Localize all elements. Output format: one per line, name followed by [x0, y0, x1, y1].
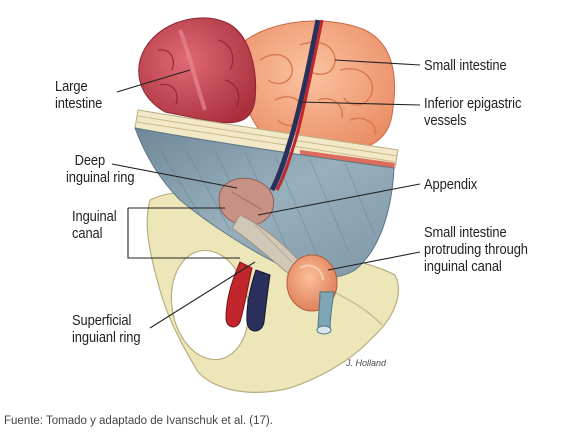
- label-large-intestine: Large intestine: [55, 78, 103, 112]
- inguinal-hernia-illustration: J. Holland: [111, 17, 421, 393]
- femoral-vessels: [225, 261, 271, 332]
- label-superficial-inguinal-ring: Superficial inguianl ring: [72, 312, 141, 346]
- round-ligament: [316, 291, 335, 335]
- leader-lines: [111, 59, 421, 329]
- label-deep-inguinal-ring: Deep inguinal ring: [66, 152, 135, 186]
- artist-signature: J. Holland: [345, 358, 387, 368]
- large-intestine: [138, 17, 257, 124]
- appendix: [218, 177, 275, 227]
- label-inguinal-canal: Inguinal canal: [72, 208, 117, 242]
- label-appendix: Appendix: [424, 176, 478, 193]
- label-small-intestine-protruding: Small intestine protruding through ingui…: [424, 224, 528, 275]
- label-small-intestine: Small intestine: [424, 57, 507, 74]
- figure-caption: Fuente: Tomado y adaptado de Ivanschuk e…: [4, 415, 273, 427]
- label-inferior-epigastric-vessels: Inferior epigastric vessels: [424, 95, 522, 129]
- inferior-epigastric-vessels: [269, 19, 324, 192]
